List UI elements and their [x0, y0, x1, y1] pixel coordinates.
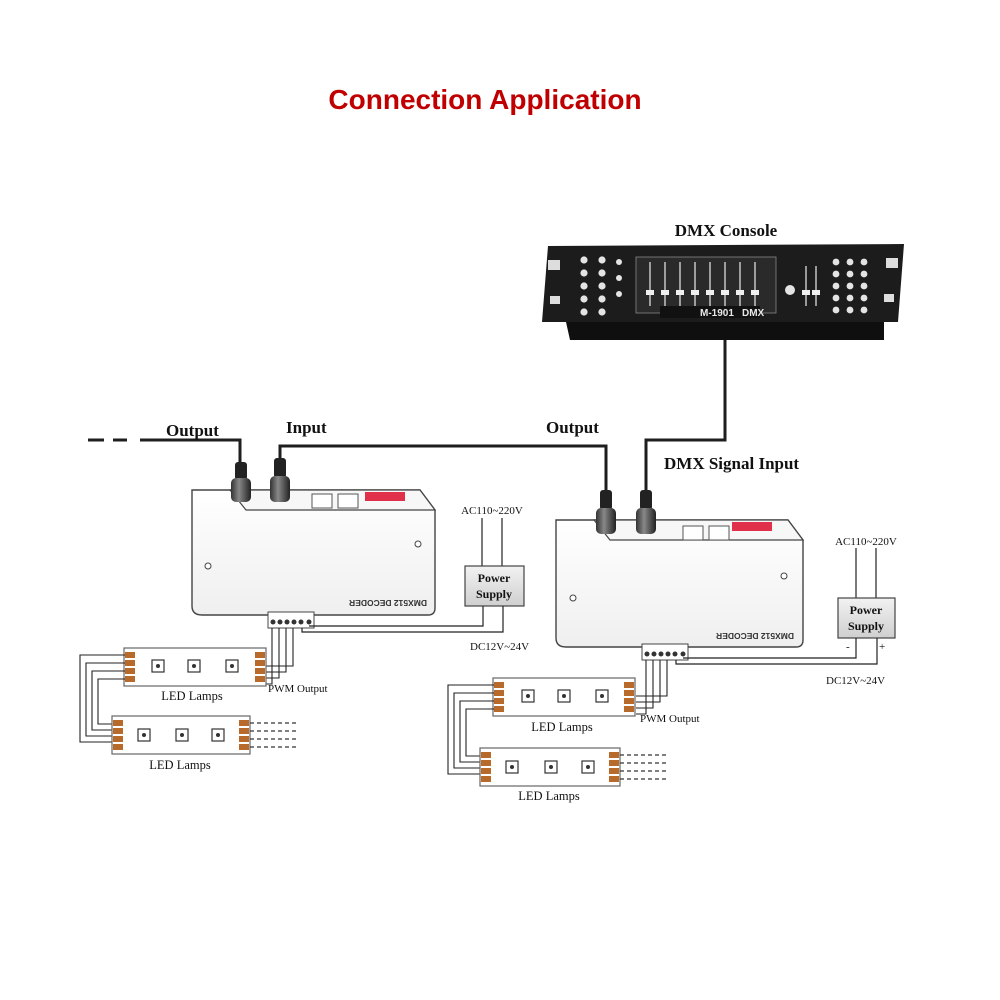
led-strip-1a: LED Lamps [123, 647, 267, 703]
console-label: DMX Console [675, 221, 778, 240]
console-function-buttons [832, 258, 868, 314]
console-ear-hole [884, 294, 894, 302]
power-supply-label-line1: Power [850, 603, 883, 617]
ac-input-label: AC110~220V [461, 505, 523, 517]
console-fader-knobs [646, 290, 759, 295]
dmx-decoder-1: DMX512 DECODER [191, 458, 437, 629]
console-ear-hole [548, 260, 560, 270]
console-fader-tracks [649, 262, 756, 306]
led-chain-wires-1 [79, 654, 125, 743]
xlr-input-connector [270, 458, 290, 502]
led-strip-1b: LED Lamps [111, 715, 296, 772]
output-cable-left [140, 438, 242, 462]
xlr-dmx-input-connector [636, 490, 656, 534]
pwm-output-label: PWM Output [640, 713, 700, 725]
minus-label: - [846, 641, 850, 653]
dc-output-label: DC12V~24V [826, 675, 885, 687]
console-ear-hole [886, 258, 898, 268]
diagram-title: Connection Application [328, 84, 642, 115]
power-supply-2: AC110~220V Power Supply - + DC12V~24V [675, 536, 897, 687]
power-supply-label-line2: Supply [476, 587, 512, 601]
console-scene-buttons [580, 256, 622, 316]
label-output-left: Output [166, 421, 219, 440]
ac-input-label: AC110~220V [835, 536, 897, 548]
console-tag: DMX [742, 308, 765, 319]
dmx-decoder-2: DMX512 DECODER [555, 490, 805, 661]
dc-output-label: DC12V~24V [470, 641, 529, 653]
led-strip-2b: LED Lamps [479, 747, 666, 803]
dmx-console-cable [644, 340, 727, 490]
power-supply-1: AC110~220V Power Supply DC12V~24V [301, 505, 529, 653]
console-ear-hole [550, 296, 560, 304]
decoder-label: DMX512 DECODER [716, 631, 794, 641]
label-input: Input [286, 418, 327, 437]
label-dmx-signal-input: DMX Signal Input [664, 454, 799, 473]
led-lamps-label: LED Lamps [161, 689, 223, 703]
plus-label: + [879, 641, 885, 653]
dmx-signal-cables [88, 340, 727, 490]
pwm-output-label: PWM Output [268, 683, 328, 695]
dip-switch [365, 492, 405, 501]
dmx-console: M-1901 DMX DMX Console [542, 221, 904, 340]
pwm-wires-2 [636, 660, 668, 715]
power-supply-label-line2: Supply [848, 619, 884, 633]
led-lamps-label: LED Lamps [149, 758, 211, 772]
console-master-faders [805, 266, 817, 306]
label-output-right: Output [546, 418, 599, 437]
power-supply-label-line1: Power [478, 571, 511, 585]
xlr-output-connector [596, 490, 616, 534]
link-cable-decoders [278, 444, 608, 490]
console-knob [785, 285, 795, 295]
pwm-wires-1 [266, 628, 294, 685]
console-brand: M-1901 [700, 308, 734, 319]
decoder-label: DMX512 DECODER [349, 598, 427, 608]
led-chain-wires-2 [447, 684, 494, 775]
led-strip-2a: LED Lamps [492, 677, 636, 734]
led-lamps-label: LED Lamps [518, 789, 580, 803]
led-lamps-label: LED Lamps [531, 720, 593, 734]
dip-switch [732, 522, 772, 531]
xlr-output-connector [231, 462, 251, 502]
